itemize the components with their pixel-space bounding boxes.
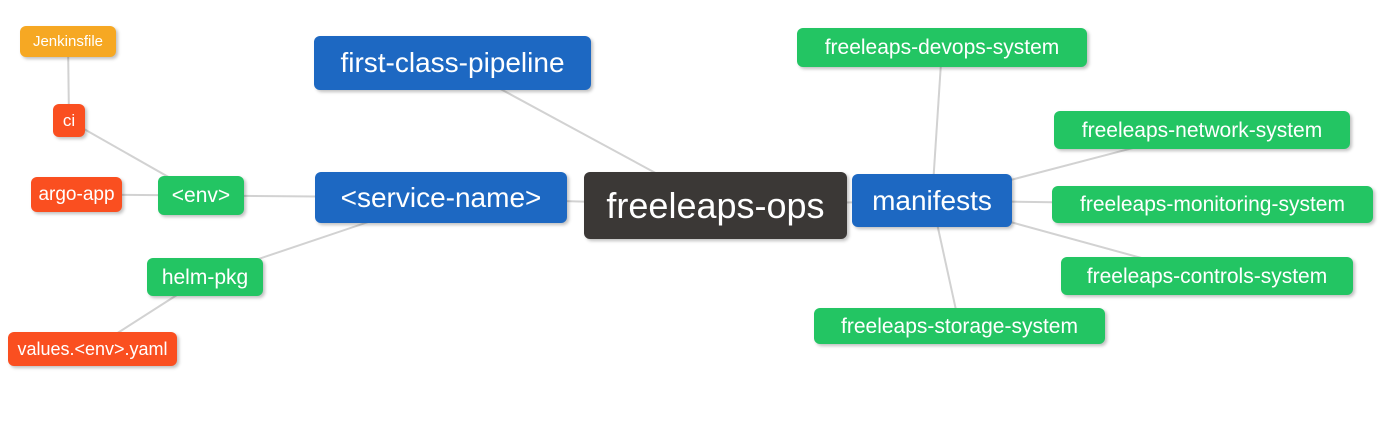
node-label-env: <env> [171, 184, 231, 207]
node-argo-app[interactable]: argo-app [31, 177, 122, 212]
node-label-service-name: <service-name> [340, 181, 542, 213]
node-first-class-pipeline[interactable]: first-class-pipeline [314, 36, 591, 90]
node-helm-pkg[interactable]: helm-pkg [147, 258, 263, 296]
node-label-freeleaps-devops-system: freeleaps-devops-system [824, 36, 1060, 59]
node-label-freeleaps-network-system: freeleaps-network-system [1081, 118, 1323, 142]
node-label-values-env-yaml: values.<env>.yaml [17, 339, 168, 359]
node-freeleaps-network-system[interactable]: freeleaps-network-system [1054, 111, 1350, 149]
node-env[interactable]: <env> [158, 176, 244, 215]
node-label-freeleaps-controls-system: freeleaps-controls-system [1086, 264, 1328, 288]
node-service-name[interactable]: <service-name> [315, 172, 567, 223]
node-freeleaps-controls-system[interactable]: freeleaps-controls-system [1061, 257, 1353, 295]
node-values-env-yaml[interactable]: values.<env>.yaml [8, 332, 177, 366]
node-freeleaps-storage-system[interactable]: freeleaps-storage-system [814, 308, 1105, 344]
node-label-freeleaps-ops: freeleaps-ops [606, 184, 825, 226]
node-freeleaps-devops-system[interactable]: freeleaps-devops-system [797, 28, 1087, 67]
node-label-freeleaps-storage-system: freeleaps-storage-system [841, 314, 1078, 338]
node-jenkinsfile[interactable]: Jenkinsfile [20, 26, 116, 57]
node-freeleaps-monitoring-system[interactable]: freeleaps-monitoring-system [1052, 186, 1373, 223]
node-label-first-class-pipeline: first-class-pipeline [340, 47, 565, 78]
node-manifests[interactable]: manifests [852, 174, 1012, 227]
node-label-manifests: manifests [872, 184, 992, 216]
node-freeleaps-ops[interactable]: freeleaps-ops [584, 172, 847, 239]
node-label-freeleaps-monitoring-system: freeleaps-monitoring-system [1080, 193, 1345, 216]
node-label-ci: ci [62, 111, 76, 130]
node-label-helm-pkg: helm-pkg [161, 265, 249, 289]
node-ci[interactable]: ci [53, 104, 85, 137]
node-label-argo-app: argo-app [38, 184, 115, 205]
node-label-jenkinsfile: Jenkinsfile [32, 33, 104, 50]
